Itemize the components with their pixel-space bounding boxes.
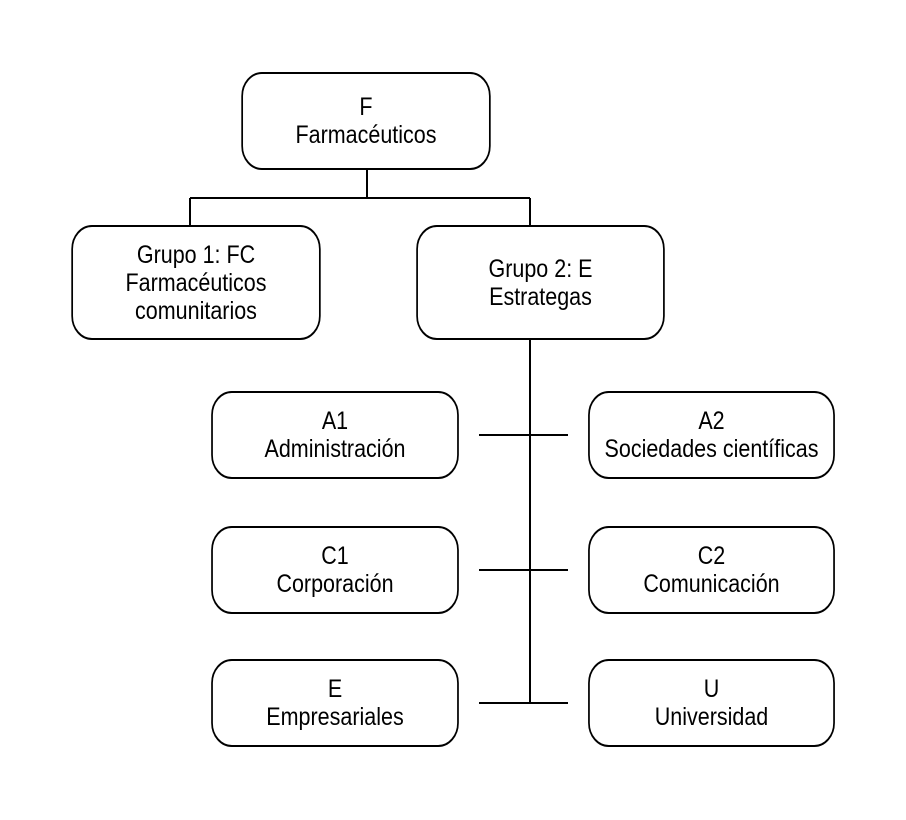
node-grupo-1: Grupo 1: FC Farmacéuticos comunitarios [71, 225, 321, 340]
node-a2-sociedades-cientificas: A2 Sociedades científicas [588, 391, 835, 479]
node-label: Estrategas [489, 282, 592, 311]
node-code: U [703, 675, 720, 703]
node-label: Farmacéuticos [125, 268, 267, 297]
node-code: Grupo 1: FC [136, 240, 256, 269]
node-c1-corporacion: C1 Corporación [211, 526, 459, 614]
node-c2-comunicacion: C2 Comunicación [588, 526, 835, 614]
node-label: Empresariales [266, 703, 404, 731]
node-u-universidad: U Universidad [588, 659, 835, 747]
node-label-continued: comunitarios [135, 296, 257, 325]
node-label: Sociedades científicas [604, 435, 819, 463]
node-label: Farmacéuticos [295, 121, 437, 149]
node-label: Administración [264, 435, 406, 463]
node-grupo-2: Grupo 2: E Estrategas [416, 225, 665, 340]
node-label: Corporación [276, 570, 394, 598]
node-label: Comunicación [643, 570, 780, 598]
node-code: E [327, 675, 343, 703]
node-farmaceuticos: F Farmacéuticos [241, 72, 491, 170]
node-e-empresariales: E Empresariales [211, 659, 459, 747]
node-a1-administracion: A1 Administración [211, 391, 459, 479]
node-code: Grupo 2: E [488, 254, 593, 283]
node-code: C2 [697, 542, 726, 570]
node-code: C1 [321, 542, 349, 570]
node-code: A1 [321, 407, 349, 435]
node-code: F [359, 93, 373, 121]
node-code: A2 [698, 407, 725, 435]
node-label: Universidad [654, 703, 769, 731]
